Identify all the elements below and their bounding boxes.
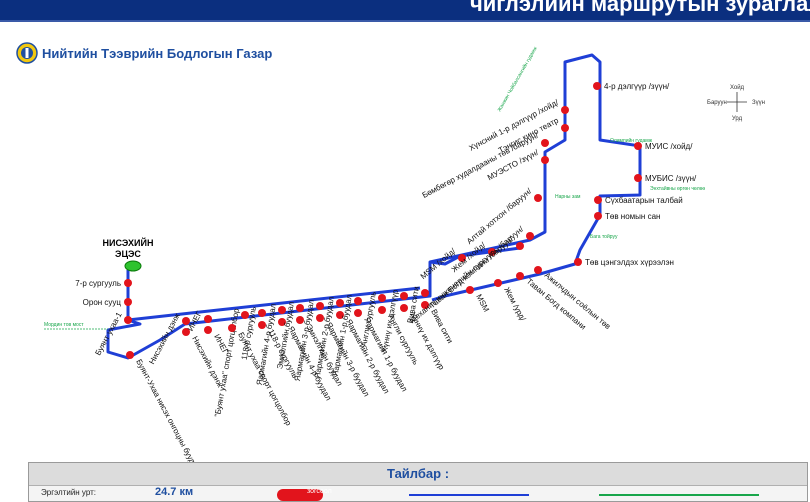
compass-west: Баруун <box>707 100 727 106</box>
organization-logo-block: Нийтийн Тээврийн Бодлогын Газар <box>16 42 272 64</box>
stop-label: MSM <box>474 293 491 314</box>
stop-marker <box>204 326 212 334</box>
street-label: Жанжин Чойбалсангийн гудамж <box>496 45 539 113</box>
stop-marker <box>541 139 549 147</box>
legend-length-label: Эргэлтийн урт: <box>41 488 97 497</box>
stop-label: МУИС /хойд/ <box>645 142 693 151</box>
street-label: Нарны зам <box>555 194 581 200</box>
street-label: Энхтайвны өргөн чөлөө <box>650 185 705 192</box>
stop-marker <box>316 314 324 322</box>
stop-marker <box>378 294 386 302</box>
stop-marker <box>378 306 386 314</box>
stop-marker <box>593 82 601 90</box>
stop-marker <box>278 318 286 326</box>
legend-row: Эргэлтийн урт: 24.7 км зогсоол <box>29 486 807 501</box>
stop-marker <box>296 304 304 312</box>
stop-marker <box>634 142 642 150</box>
stop-label: Орон сууц <box>83 298 122 307</box>
stop-label: МУБИС /зүүн/ <box>645 174 697 183</box>
route-inbound <box>127 286 421 322</box>
stop-label: Төв цэнгэлдэх хүрээлэн <box>585 258 674 267</box>
legend-street-line <box>599 494 759 496</box>
compass-north: Хойд <box>730 84 745 91</box>
stop-label: Жем /урд/ <box>502 286 528 323</box>
stop-marker <box>336 311 344 319</box>
compass: Хойд Урд Зүүн Баруун <box>707 84 765 122</box>
terminal-name-2: ЭЦЭС <box>115 249 141 259</box>
stop-marker <box>561 106 569 114</box>
stop-marker <box>182 328 190 336</box>
stop-marker <box>316 302 324 310</box>
route-outbound <box>106 53 642 360</box>
stop-marker <box>354 309 362 317</box>
stop-marker <box>516 242 524 250</box>
stop-marker <box>124 316 132 324</box>
street-label: Олимпийн гудамж <box>610 137 653 144</box>
compass-east: Зүүн <box>752 100 765 106</box>
stop-marker <box>421 289 429 297</box>
compass-south: Урд <box>732 116 743 122</box>
stop-marker <box>258 309 266 317</box>
street-label: Мордин тов мост <box>44 322 84 328</box>
stop-marker <box>574 258 582 266</box>
stop-marker <box>400 304 408 312</box>
terminal-name-1: НИСЭХИЙН <box>103 237 154 248</box>
stop-marker <box>466 286 474 294</box>
stop-label: Нисэхийн дэнж <box>147 311 182 366</box>
stop-label: Алтай хотхон /баруун/ <box>465 186 534 246</box>
street-label: Бага тойруу <box>590 233 618 240</box>
stop-marker <box>126 351 134 359</box>
stop-label: Буянт-Ухаа нисэх онгоцны буудал <box>134 358 201 462</box>
stop-marker <box>526 232 534 240</box>
stop-marker <box>541 156 549 164</box>
stop-marker <box>400 292 408 300</box>
legend-length-value: 24.7 км <box>155 486 194 498</box>
route-map: Мордин тов мост Олимпийн гудамж Нарны за… <box>44 45 765 462</box>
organization-name: Нийтийн Тээврийн Бодлогын Газар <box>42 45 273 61</box>
stop-marker <box>278 306 286 314</box>
stop-label: Вива сити <box>429 308 454 345</box>
stop-marker <box>354 297 362 305</box>
legend-title: Тайлбар : <box>29 463 807 486</box>
stop-marker <box>634 174 642 182</box>
stop-label: 4-р дэлгүүр /зүүн/ <box>604 82 670 91</box>
stop-marker <box>561 124 569 132</box>
stop-marker <box>258 321 266 329</box>
stop-marker <box>421 301 429 309</box>
stop-marker <box>241 311 249 319</box>
stop-marker <box>534 194 542 202</box>
terminal-marker: НИСЭХИЙН ЭЦЭС <box>103 237 154 272</box>
stop-marker <box>182 317 190 325</box>
stop-marker <box>594 196 602 204</box>
stop-marker <box>458 254 466 262</box>
stop-marker <box>228 324 236 332</box>
legend-route-line <box>409 494 529 496</box>
stop-marker <box>204 315 212 323</box>
stop-label: 7-р сургууль <box>75 279 121 288</box>
stop-marker <box>516 272 524 280</box>
stop-marker <box>488 248 496 256</box>
stop-marker <box>594 212 602 220</box>
stop-marker <box>534 266 542 274</box>
legend-stop-label: зогсоол <box>307 488 332 495</box>
header-title: чиглэлийн маршрутын зураглал <box>470 0 810 16</box>
legend-stop-symbol <box>277 489 323 501</box>
legend-panel: Тайлбар : Эргэлтийн урт: 24.7 км зогсоол <box>28 462 808 502</box>
stop-label: "Буянт ухаа" спорт цогцолбор <box>213 307 241 417</box>
stop-label: Сүхбаатарын талбай <box>605 196 683 205</box>
stop-marker <box>296 316 304 324</box>
stop-marker <box>124 298 132 306</box>
stop-label: MSM /хойд/ <box>419 246 458 281</box>
stop-marker <box>336 299 344 307</box>
emblem-icon <box>16 42 38 64</box>
header-bar: чиглэлийн маршрутын зураглал <box>0 0 810 22</box>
stop-marker <box>124 279 132 287</box>
stop-label: Төв номын сан <box>605 212 660 221</box>
stop-marker <box>494 279 502 287</box>
